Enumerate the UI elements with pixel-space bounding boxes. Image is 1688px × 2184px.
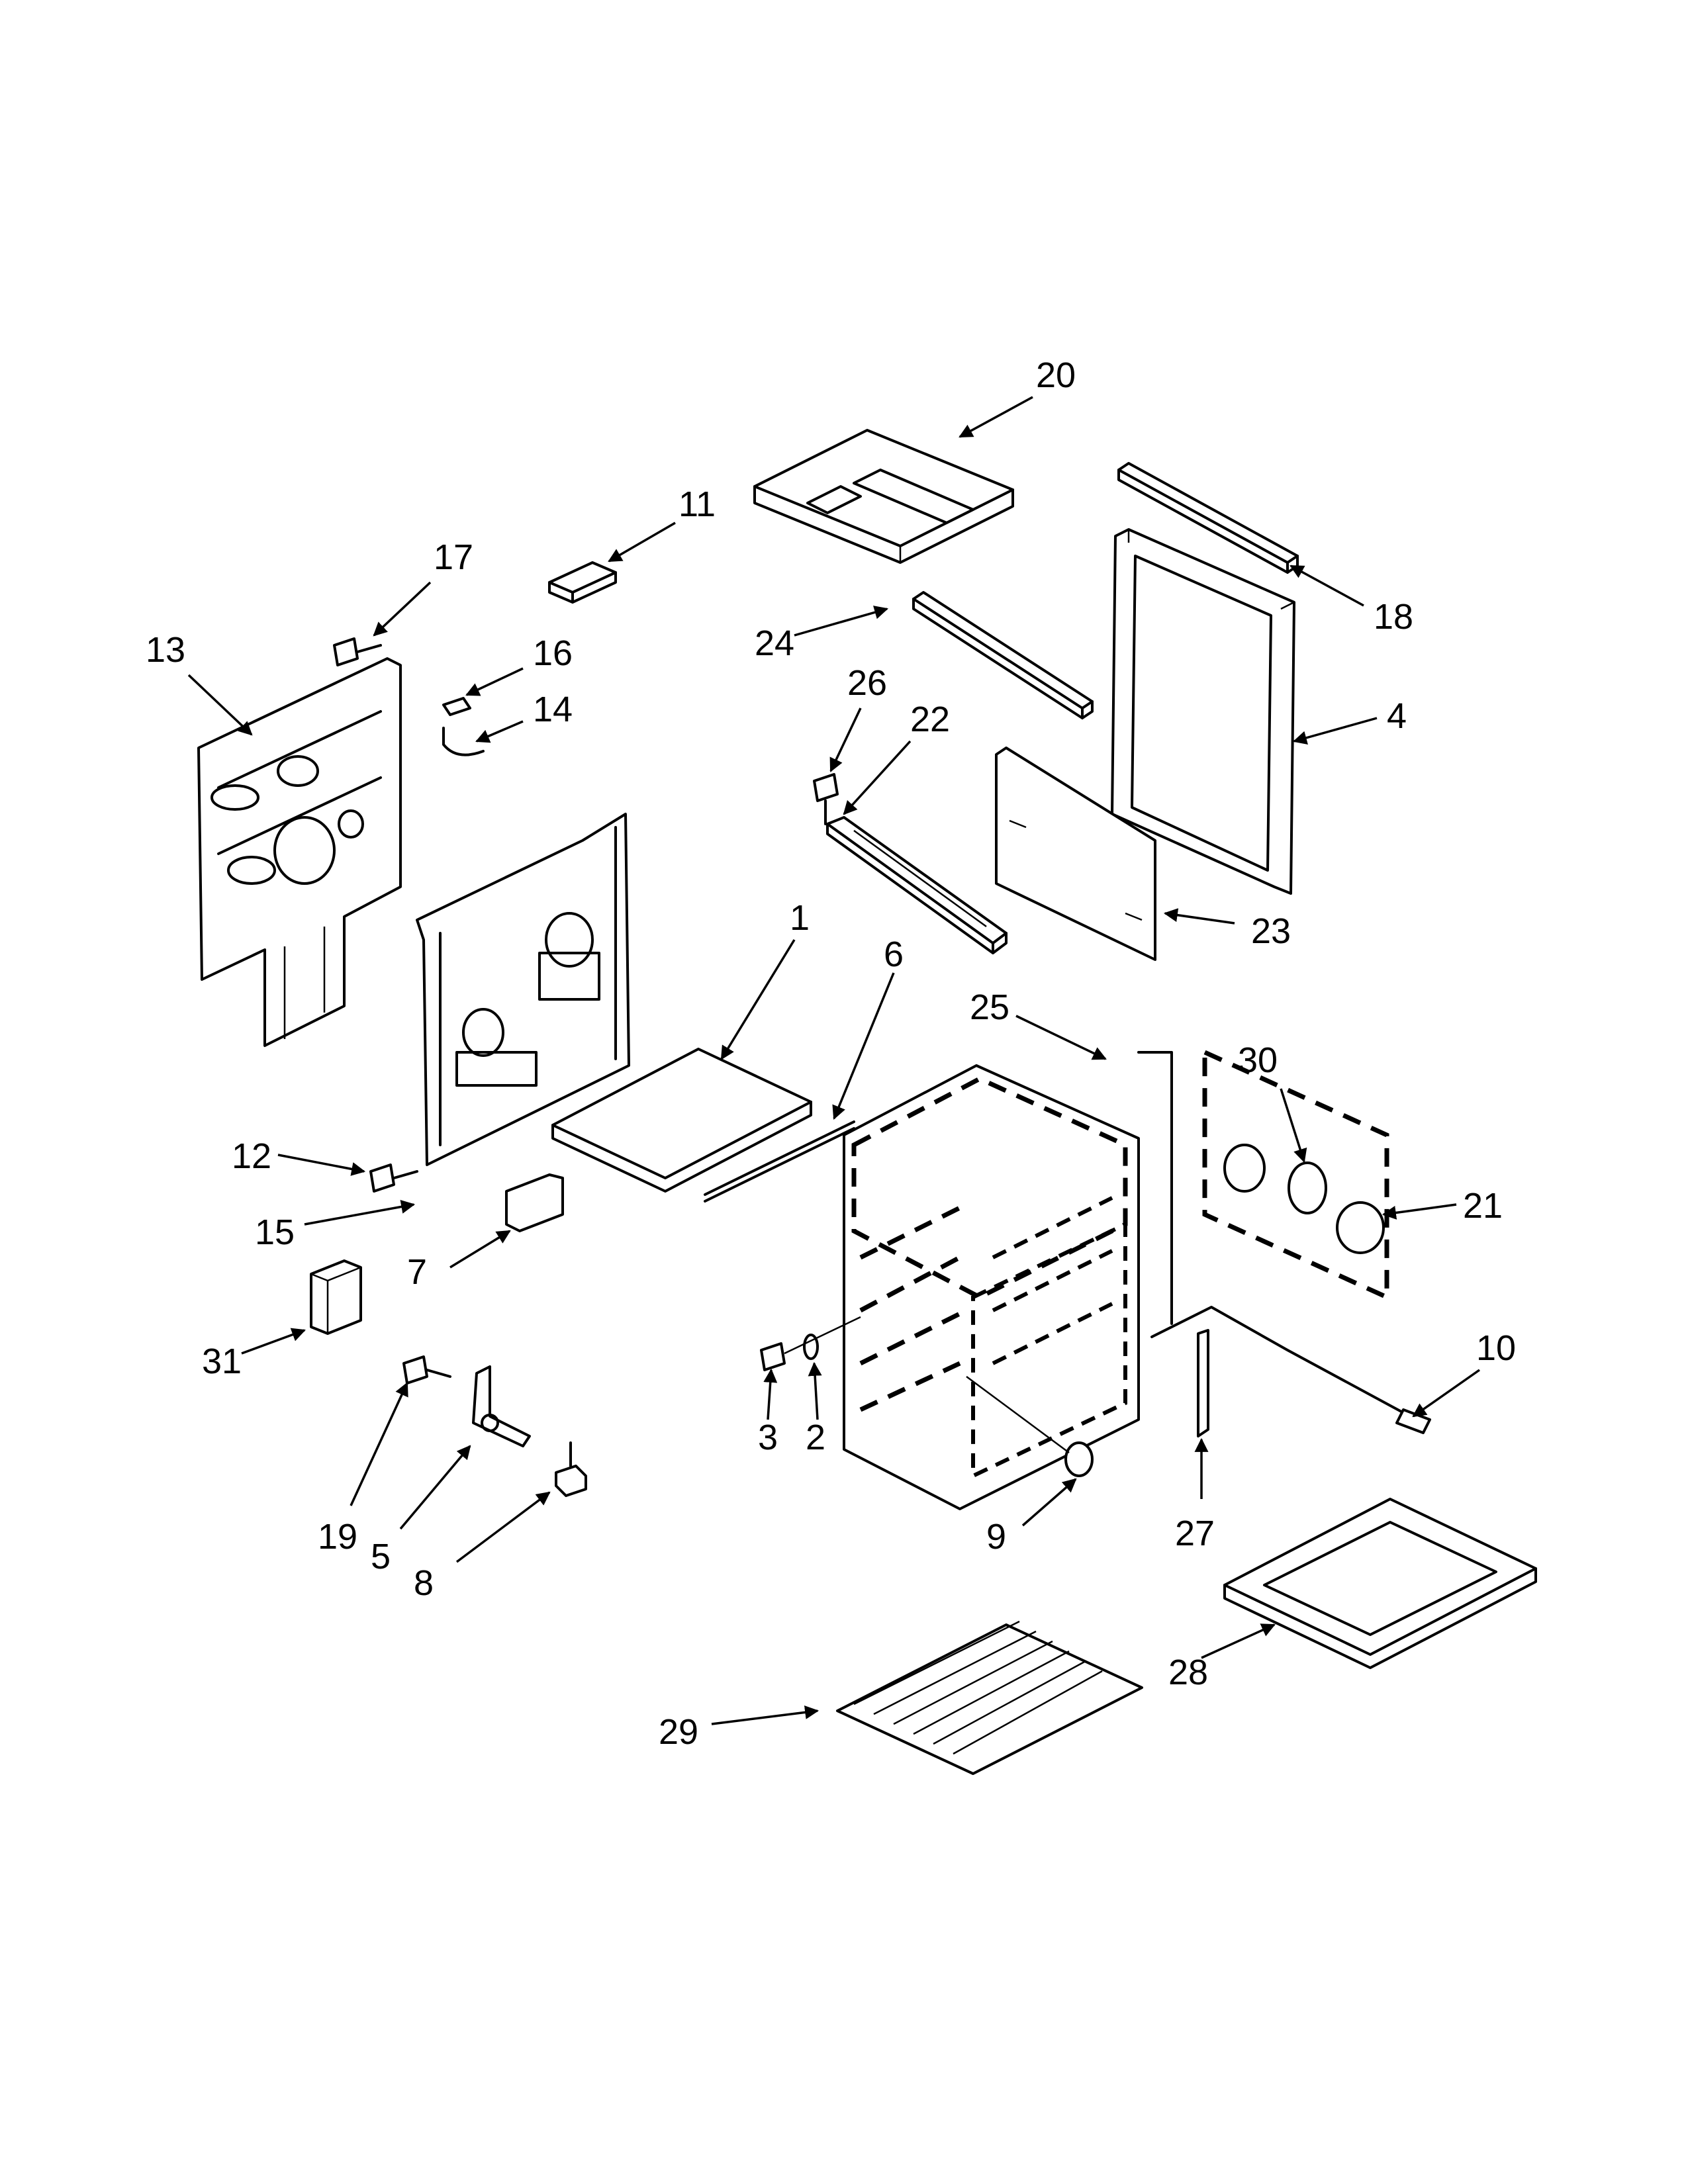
callout-1: 1	[790, 898, 810, 938]
part-leveling-bracket	[472, 1365, 531, 1447]
callout-22: 22	[910, 700, 950, 739]
callout-20: 20	[1036, 355, 1076, 395]
callout-28: 28	[1168, 1653, 1208, 1692]
part-inner-panel	[995, 747, 1156, 961]
part-leveling-leg	[555, 1441, 587, 1497]
callout-3: 3	[758, 1418, 778, 1457]
callout-19: 19	[318, 1517, 357, 1557]
callout-23: 23	[1251, 911, 1291, 951]
callout-21: 21	[1463, 1186, 1503, 1226]
part-oven-cavity	[843, 1051, 1173, 1510]
leader-arrows	[187, 396, 1481, 1725]
part-rail-24	[912, 591, 1094, 719]
callout-4: 4	[1387, 696, 1407, 736]
callout-27: 27	[1175, 1514, 1215, 1553]
part-side-panel	[416, 813, 630, 1166]
part-broiler-pan	[1223, 1498, 1537, 1669]
part-knob-9	[966, 1375, 1094, 1477]
part-clips-14-16	[442, 697, 485, 756]
callout-7: 7	[407, 1252, 427, 1292]
callout-31: 31	[202, 1342, 242, 1381]
part-rear-panel	[197, 657, 402, 1047]
callout-30: 30	[1238, 1040, 1278, 1080]
part-top-panel	[753, 429, 1014, 564]
callout-labels: 1 2 3 4 5 6 7 8 9 10 11 12 13 14 15 16 1…	[146, 355, 1516, 1752]
callout-25: 25	[970, 987, 1009, 1027]
part-hinge-channel	[826, 816, 1008, 954]
callout-18: 18	[1374, 597, 1413, 637]
part-small-bracket-11	[548, 561, 617, 604]
callout-13: 13	[146, 630, 185, 670]
callout-5: 5	[371, 1537, 391, 1576]
part-probe-cable	[1150, 1306, 1431, 1434]
part-screw-26	[813, 773, 839, 825]
callout-12: 12	[232, 1136, 271, 1176]
part-screw-19	[402, 1355, 451, 1385]
part-light-assembly	[1202, 1048, 1389, 1301]
callout-8: 8	[414, 1563, 434, 1603]
callout-17: 17	[434, 537, 473, 577]
callout-26: 26	[847, 663, 887, 703]
part-probe-clip	[1197, 1329, 1209, 1437]
callout-2: 2	[806, 1418, 825, 1457]
callout-16: 16	[533, 633, 573, 673]
part-box-31	[310, 1259, 362, 1335]
part-bracket-7	[505, 1173, 564, 1232]
callout-11: 11	[679, 484, 716, 524]
part-screw-3-washer-2	[760, 1316, 861, 1371]
part-screw-17	[333, 637, 382, 666]
callout-29: 29	[659, 1712, 698, 1752]
callout-14: 14	[533, 690, 573, 729]
callout-6: 6	[884, 934, 904, 974]
callout-10: 10	[1476, 1328, 1516, 1368]
callout-15: 15	[255, 1212, 295, 1252]
part-rod	[704, 1120, 855, 1203]
part-oven-rack	[836, 1620, 1143, 1775]
part-screw-12	[369, 1163, 418, 1193]
callout-24: 24	[755, 623, 794, 663]
part-bottom-tray	[551, 1048, 812, 1193]
callout-9: 9	[986, 1517, 1006, 1557]
